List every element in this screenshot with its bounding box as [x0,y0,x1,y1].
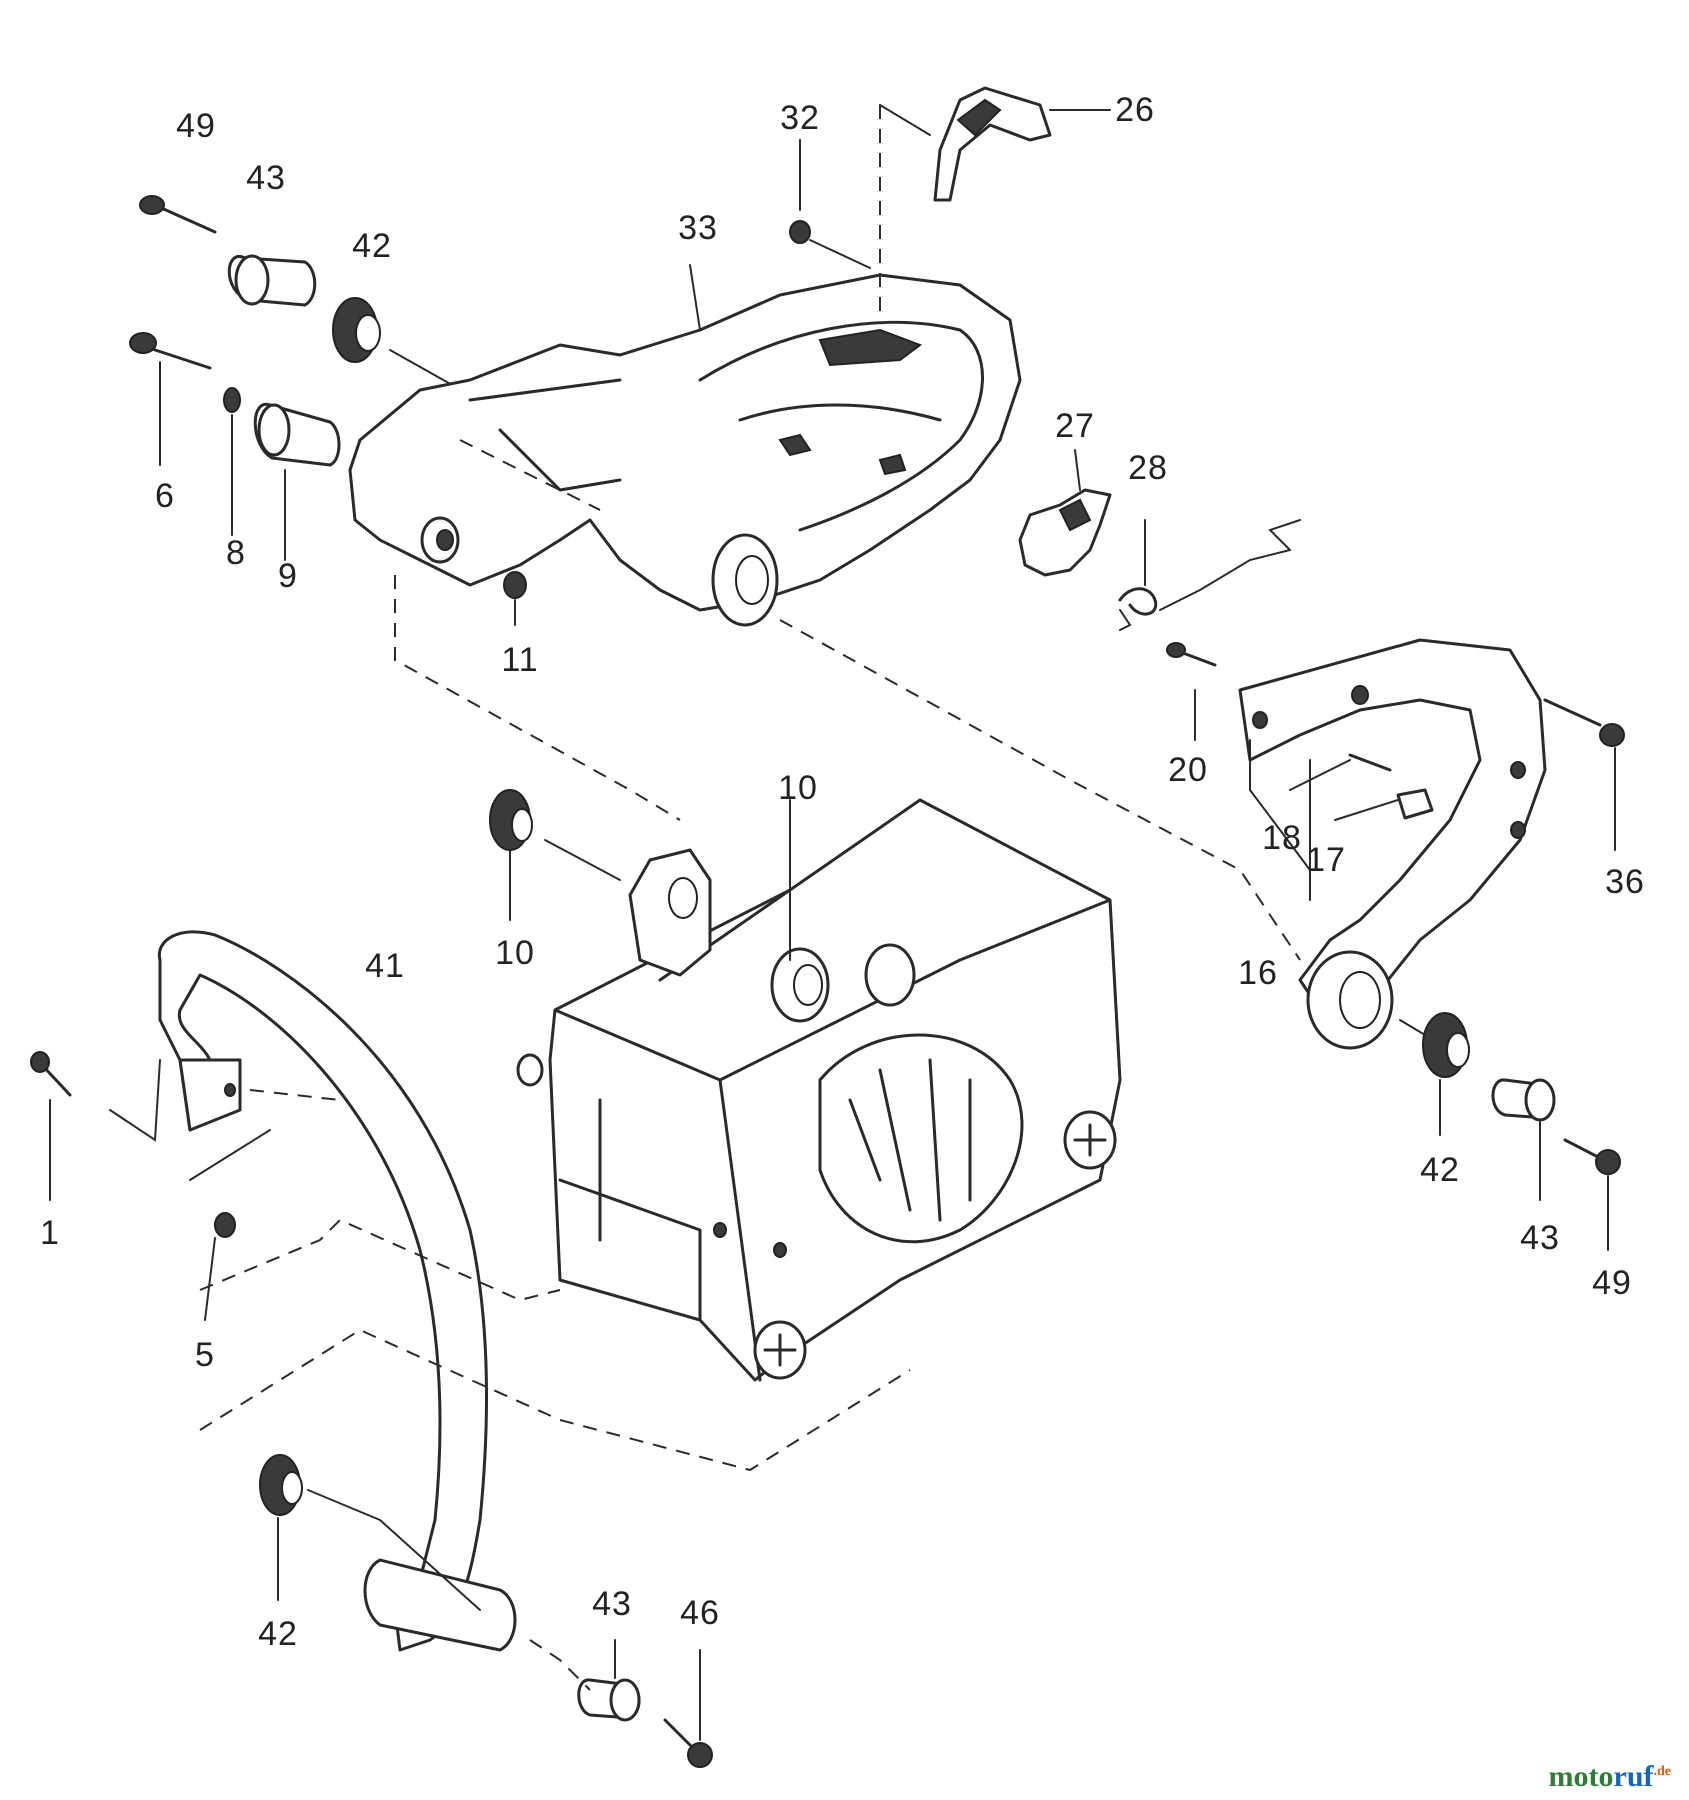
label-28: 28 [1128,449,1168,487]
screw-32 [789,139,871,269]
plug-17 [1334,788,1434,821]
screw-49-top-left [139,195,217,234]
watermark-logo: motoruf.de [1549,1760,1671,1794]
label-41: 41 [365,947,405,985]
label-42-right: 42 [1420,1151,1460,1189]
label-8: 8 [226,534,246,572]
collar-43-top-left [227,254,317,307]
grommet-10-left [489,789,621,921]
grommet-42-top-left [332,297,381,363]
label-36: 36 [1605,863,1645,901]
label-11: 11 [501,641,538,679]
label-43-right: 43 [1520,1219,1560,1257]
grommet-42-right [1399,1012,1470,1136]
label-27: 27 [1055,407,1095,445]
label-43-lower: 43 [592,1585,632,1623]
label-20: 20 [1168,751,1208,789]
label-26: 26 [1115,91,1155,129]
nut-11 [503,571,527,599]
label-17: 17 [1306,841,1346,879]
watermark-part-a: moto [1548,1760,1614,1793]
label-32: 32 [780,99,820,137]
label-1: 1 [40,1214,60,1252]
label-43-top-left: 43 [246,159,286,197]
label-10-center: 10 [778,769,818,807]
pin-20 [1166,642,1217,741]
watermark-part-b: ruf [1613,1760,1654,1793]
screw-49-right [1563,1138,1621,1251]
grommet-42-lower-left [259,1454,381,1601]
bolt-6 [129,332,212,370]
label-6: 6 [155,477,175,515]
watermark-part-c: .de [1653,1764,1672,1779]
label-16: 16 [1238,954,1278,992]
label-42-lower-left: 42 [258,1615,298,1653]
bolt-1 [30,1051,72,1201]
label-49-top-left: 49 [176,107,216,145]
rear-handle-33 [348,273,1022,627]
nut-5 [204,1212,236,1321]
label-42-top-left: 42 [352,227,392,265]
crankcase [516,798,1122,1382]
collar-43-lower [577,1639,641,1722]
spring-28 [1118,519,1301,631]
label-9: 9 [278,557,298,595]
screw-46 [663,1649,713,1768]
collar-43-right [1491,1078,1556,1201]
screw-36 [1543,698,1625,851]
washer-8 [223,387,241,413]
label-46: 46 [680,1594,720,1632]
bolt-18 [1289,753,1392,791]
label-10-left: 10 [495,934,535,972]
label-5: 5 [195,1336,215,1374]
sleeve-9 [253,402,341,467]
label-18: 18 [1262,819,1302,857]
throttle-lock-26 [879,86,1111,320]
front-handle-bar-41 [109,930,517,1652]
label-49-right: 49 [1592,1264,1632,1302]
label-33: 33 [678,209,718,247]
front-handle-bracket-16 [1238,638,1547,1050]
trigger-27 [1018,449,1112,577]
